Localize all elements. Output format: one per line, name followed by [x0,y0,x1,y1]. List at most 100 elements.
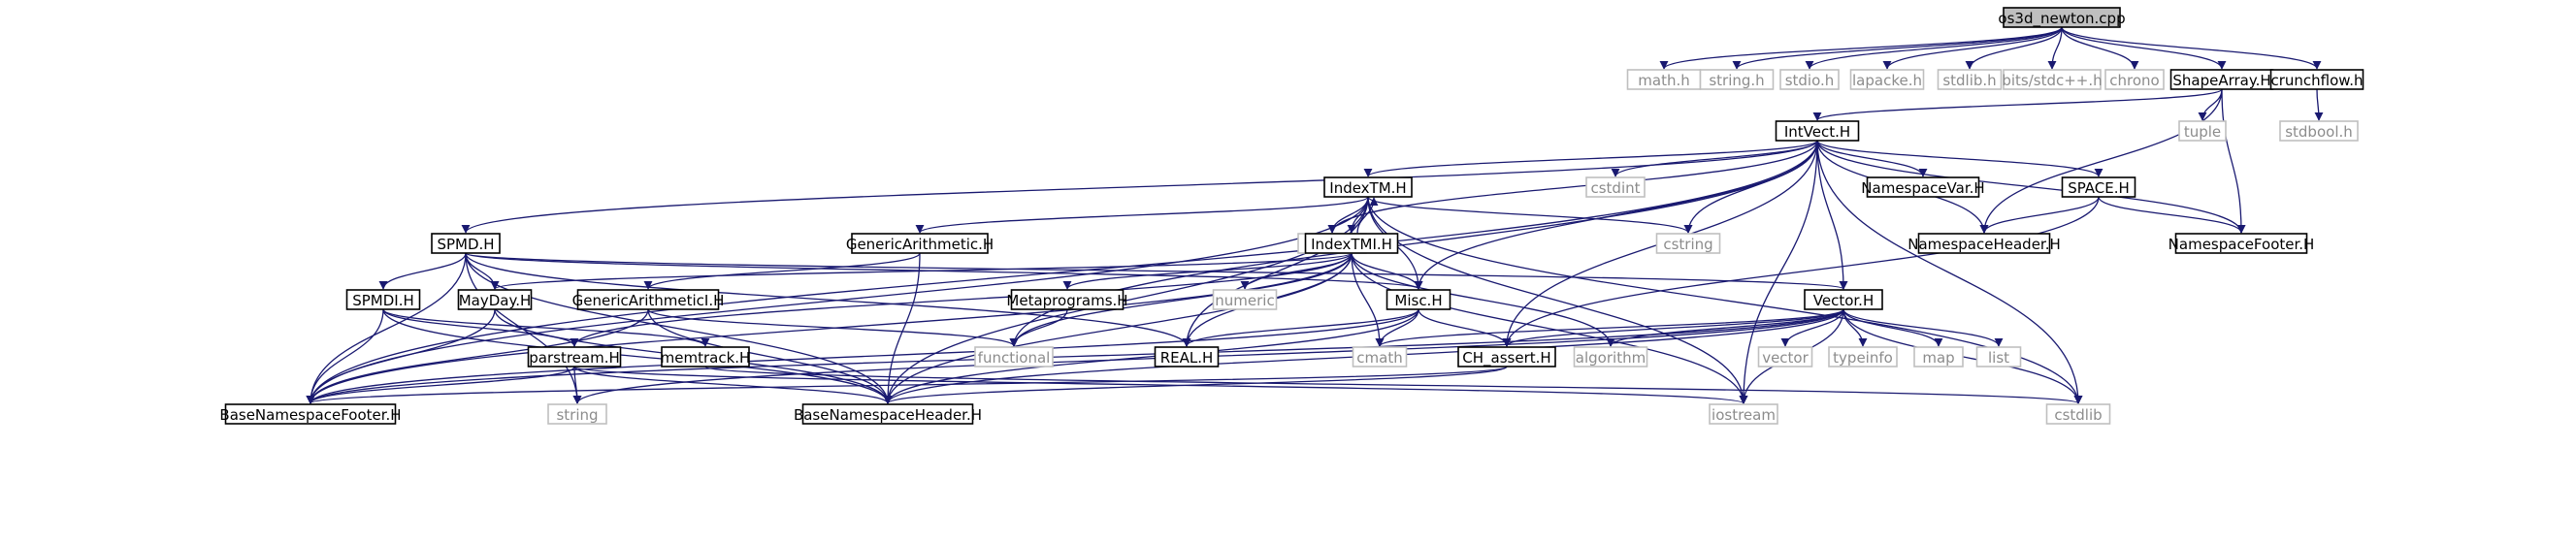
edge-shapearray-to-intvect [1812,88,2223,121]
edge-indextm-to-cstdlib [1367,196,2083,404]
edge-intvect-to-basefooter [306,140,1818,404]
node-iostream-label: iostream [1712,406,1776,424]
node-real-label: REAL.H [1160,349,1214,367]
edge-indextmi-to-iostream [1351,252,1748,404]
node-genarith-box [851,233,989,254]
node-cmath: cmath [1352,346,1408,367]
node-intvect-label: IntVect.H [1784,123,1850,141]
node-mayday[interactable]: MayDay.H [457,289,533,310]
edge-os3d-to-shapearray [2061,26,2227,70]
node-crunchflow[interactable]: crunchflow.h [2269,69,2364,90]
node-real[interactable]: REAL.H [1154,346,1220,367]
node-numeric-label: numeric [1215,292,1274,309]
node-spmdi[interactable]: SPMDI.H [345,289,421,310]
node-stdlib_h-box [1937,69,2003,90]
edge-intvect-to-misc [1414,140,1818,290]
node-cstdint-label: cstdint [1590,179,1640,197]
node-baseheader[interactable]: BaseNamespaceHeader.H [794,403,982,425]
node-indextmi[interactable]: IndexTMI.H [1304,233,1399,254]
edge-spmdi-to-memtrack [382,308,710,347]
edge-shapearray-to-nsfooter [2221,88,2246,234]
edge-genarithi-to-basefooter [306,308,649,404]
node-stdio: stdio.h [1779,69,1840,90]
edge-misc-to-basefooter [306,308,1419,404]
edge-indextmi-to-algorithm [1351,252,1615,347]
node-cstring-label: cstring [1663,236,1712,253]
edge-indextmi-to-functional [1009,252,1353,347]
node-indextmi-box [1304,233,1399,254]
node-numeric-box [1212,289,1278,310]
edge-indextm-to-genarith [915,196,1369,234]
node-os3d[interactable]: os3d_newton.cpp [1998,7,2126,28]
edge-os3d-to-lapacke [1882,26,2063,70]
node-chrono-label: chrono [2109,72,2159,89]
edge-vector_h-to-list [1842,308,2004,347]
edge-vector_h-to-vector [1780,308,1844,347]
node-chassert[interactable]: CH_assert.H [1457,346,1556,367]
node-nsvar-box [1866,176,1980,198]
node-functional-label: functional [978,349,1051,367]
edge-intvect-to-nsfooter [1816,140,2246,234]
node-parstream[interactable]: parstream.H [527,346,622,367]
node-genarith-label: GenericArithmetic.H [846,236,994,253]
edge-os3d-to-stdcpp [2047,26,2063,70]
node-nsheader[interactable]: NamespaceHeader.H [1908,233,2061,254]
node-nsvar[interactable]: NamespaceVar.H [1861,176,1985,198]
node-typeinfo-box [1828,346,1898,367]
node-list: list [1975,346,2022,367]
node-nsfooter-label: NamespaceFooter.H [2168,236,2315,253]
node-vector: vector [1757,346,1813,367]
node-functional-box [974,346,1054,367]
node-genarithi[interactable]: GenericArithmeticI.H [572,289,725,310]
node-nsfooter[interactable]: NamespaceFooter.H [2168,233,2315,254]
edge-spmd-to-misc [465,252,1423,290]
edge-intvect-to-nsvar [1816,140,1928,177]
node-typeinfo: typeinfo [1828,346,1898,367]
node-metaprog[interactable]: Metaprograms.H [1006,289,1128,310]
node-os3d-label: os3d_newton.cpp [1998,10,2125,28]
node-map-label: map [1922,349,1954,367]
node-cmath-label: cmath [1356,349,1402,367]
edge-indextmi-to-indextm [1356,197,1379,235]
node-vector_h-label: Vector.H [1813,292,1874,309]
node-spmd-label: SPMD.H [437,236,494,253]
node-memtrack[interactable]: memtrack.H [661,346,751,367]
edge-vector_h-to-basefooter [306,308,1844,404]
node-typeinfo-label: typeinfo [1833,349,1893,367]
edge-spmd-to-spmdi [378,252,467,290]
edge-spmdi-to-parstream [382,308,579,347]
edge-os3d-to-string_h [1732,26,2063,70]
node-tuple-label: tuple [2184,123,2221,141]
node-space[interactable]: SPACE.H [2061,176,2136,198]
node-genarith[interactable]: GenericArithmetic.H [846,233,994,254]
edge-indextm-to-cstring [1367,196,1693,234]
node-spmd[interactable]: SPMD.H [431,233,501,254]
edge-vector_h-to-map [1842,308,1943,347]
node-shapearray[interactable]: ShapeArray.H [2169,69,2274,90]
edge-os3d-to-crunchflow [2061,26,2322,70]
node-real-box [1154,346,1220,367]
node-basefooter[interactable]: BaseNamespaceFooter.H [219,403,402,425]
edge-indextmi-to-cmath [1351,252,1385,347]
node-memtrack-box [661,346,750,367]
edge-intvect-to-vector_h [1816,140,1848,290]
node-shapearray-label: ShapeArray.H [2172,72,2270,89]
edge-memtrack-to-cstdlib [704,366,2082,404]
edge-intvect-to-space [1816,140,2103,177]
node-indextm-box [1323,176,1413,198]
edge-chassert-to-basefooter [306,366,1508,404]
node-vector_h[interactable]: Vector.H [1804,289,1883,310]
node-misc[interactable]: Misc.H [1386,289,1451,310]
node-indextmi-label: IndexTMI.H [1311,236,1392,253]
node-basefooter-label: BaseNamespaceFooter.H [219,406,401,424]
node-string: string [547,403,607,425]
node-cmath-box [1352,346,1408,367]
node-tuple-box [2178,120,2227,142]
edge-intvect-to-spmd [461,140,1818,234]
node-intvect-box [1775,120,1860,142]
node-intvect[interactable]: IntVect.H [1775,120,1860,142]
node-indextm[interactable]: IndexTM.H [1323,176,1413,198]
node-spmd-box [431,233,501,254]
edge-os3d-to-stdio [1805,26,2063,70]
